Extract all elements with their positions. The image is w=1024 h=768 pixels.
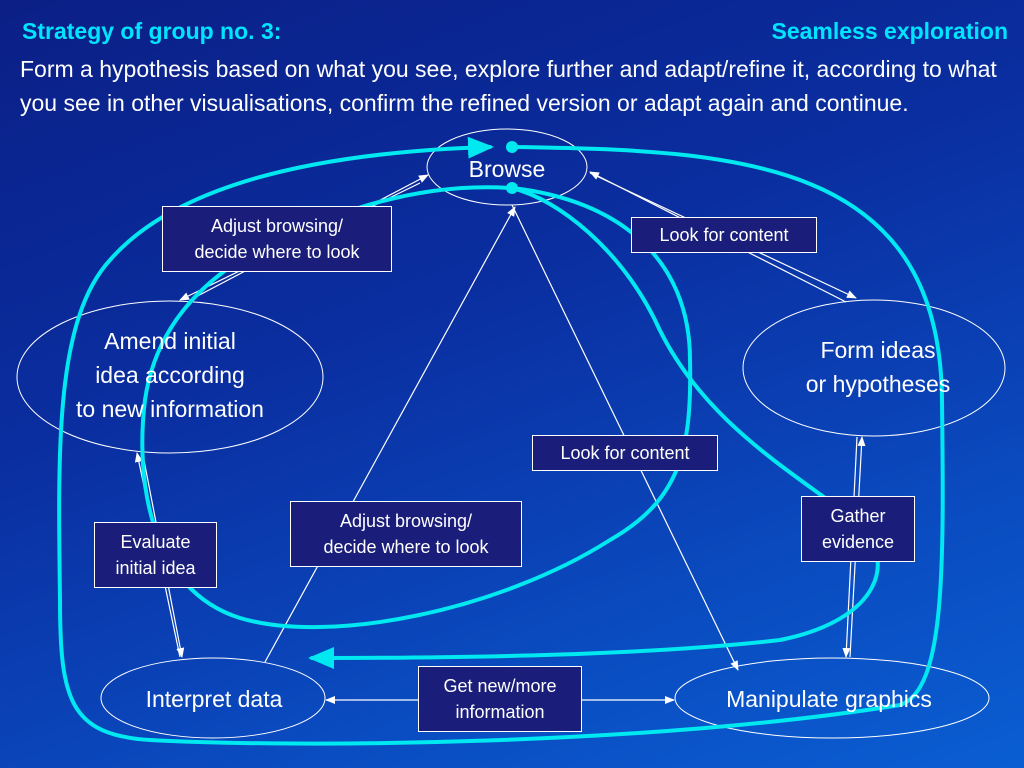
interpret-data-label: Interpret data xyxy=(146,686,283,712)
label-line: Get new/more xyxy=(443,676,557,696)
form-ideas-node xyxy=(742,299,1006,437)
label-line: decide where to look xyxy=(323,537,489,557)
strategy-title: Strategy of group no. 3: xyxy=(22,18,282,44)
label-look-for-content-top: Look for content xyxy=(631,217,817,253)
label-adjust-browsing-top: Adjust browsing/ decide where to look xyxy=(162,206,392,272)
manipulate-graphics-label: Manipulate graphics xyxy=(726,686,932,712)
strategy-path-start-dot xyxy=(506,141,518,153)
strategy-path-outer xyxy=(57,136,945,746)
label-get-more-information: Get new/more information xyxy=(418,666,582,732)
strategy-name: Seamless exploration xyxy=(771,18,1009,44)
label-gather-evidence: Gather evidence xyxy=(801,496,915,562)
strategy-path-inner-dot xyxy=(506,182,518,194)
label-line: Gather xyxy=(830,506,886,526)
browse-node xyxy=(426,128,588,206)
label-evaluate-initial-idea: Evaluate initial idea xyxy=(94,522,217,588)
label-line: Adjust browsing/ xyxy=(339,511,473,531)
label-line: Look for content xyxy=(659,225,789,245)
label-adjust-browsing-mid: Adjust browsing/ decide where to look xyxy=(290,501,522,567)
label-line: evidence xyxy=(821,532,895,552)
label-line: Evaluate xyxy=(120,532,191,552)
label-line: initial idea xyxy=(115,558,196,578)
amend-idea-node xyxy=(16,300,324,454)
amend-idea-label-1: Amend initial xyxy=(104,328,236,354)
label-line: decide where to look xyxy=(194,242,360,262)
label-line: information xyxy=(455,702,545,722)
amend-idea-label-2: idea according xyxy=(95,362,245,388)
manipulate-graphics-node xyxy=(674,657,990,739)
form-ideas-label-1: Form ideas xyxy=(820,337,935,363)
label-line: Adjust browsing/ xyxy=(210,216,344,236)
label-line: Look for content xyxy=(560,443,690,463)
browse-label: Browse xyxy=(469,156,546,182)
strategy-description: Form a hypothesis based on what you see,… xyxy=(20,56,997,116)
label-look-for-content-mid: Look for content xyxy=(532,435,718,471)
form-ideas-label-2: or hypotheses xyxy=(806,371,950,397)
amend-idea-label-3: to new information xyxy=(76,396,264,422)
arrow-interpret-to-browse xyxy=(264,206,516,663)
